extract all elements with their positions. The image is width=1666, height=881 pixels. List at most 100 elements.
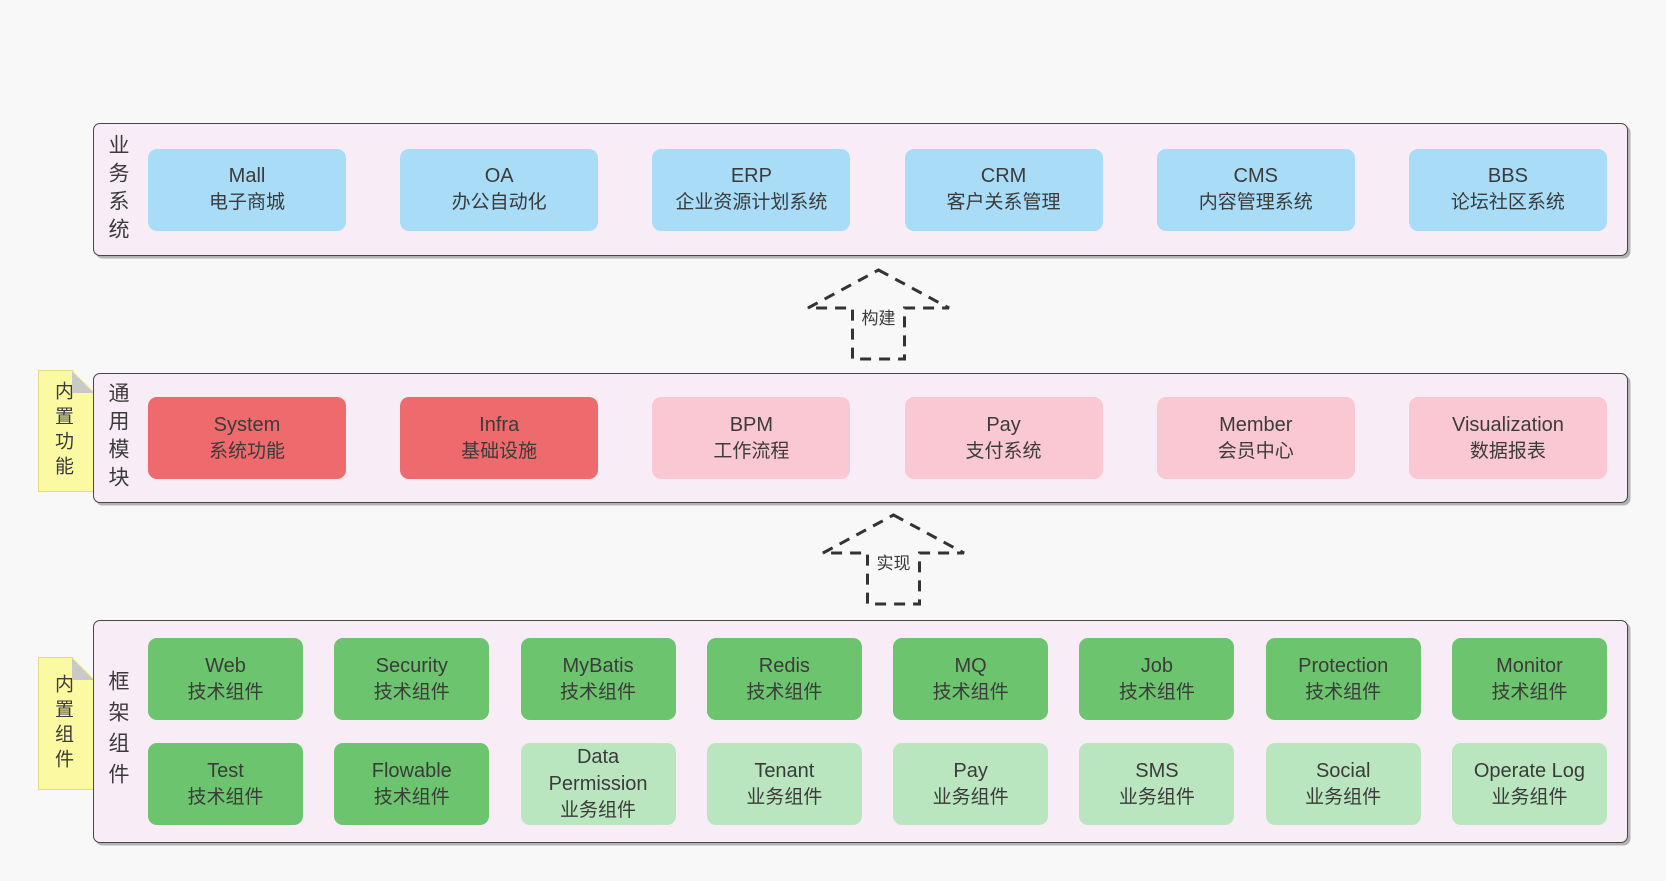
box-subtitle: 业务组件 (932, 786, 1009, 808)
box-subtitle: 技术组件 (373, 681, 450, 703)
box-subtitle: 电子商城 (208, 192, 285, 214)
box-mybatis: MyBatis 技术组件 (520, 638, 676, 720)
box-sms: SMS 业务组件 (1079, 743, 1235, 825)
box-tenant: Tenant 业务组件 (706, 743, 862, 825)
box-subtitle: 业务组件 (560, 800, 637, 822)
box-subtitle: 会员中心 (1217, 440, 1294, 462)
box-data-permission: Data Permission 业务组件 (520, 743, 676, 825)
box-operate-log: Operate Log 业务组件 (1451, 743, 1607, 825)
box-system: System 系统功能 (148, 397, 346, 479)
box-subtitle: 企业资源计划系统 (675, 192, 828, 214)
box-flowable: Flowable 技术组件 (334, 743, 490, 825)
box-subtitle: 数据报表 (1469, 440, 1546, 462)
box-title: Job (1140, 654, 1174, 677)
box-title: SMS (1135, 759, 1179, 782)
box-title: Web (205, 654, 246, 677)
box-security: Security 技术组件 (334, 638, 490, 720)
box-title: Member (1219, 413, 1293, 436)
box-title: Infra (479, 413, 520, 436)
box-title: Pay (986, 413, 1021, 436)
panel-side-label: 框架组件 (106, 669, 129, 794)
box-pay: Pay 支付系统 (904, 397, 1103, 479)
box-subtitle: 支付系统 (965, 440, 1042, 462)
box-title: Security (375, 654, 448, 677)
box-oa: OA 办公自动化 (400, 148, 599, 231)
box-title: Tenant (754, 759, 815, 782)
box-subtitle: 技术组件 (187, 786, 264, 808)
sticky-note-label: 内置功能 (52, 381, 73, 481)
box-subtitle: 工作流程 (713, 440, 790, 462)
panel-side-label: 通用模块 (106, 382, 129, 494)
box-subtitle: 基础设施 (461, 440, 538, 462)
sticky-note-builtin-features: 内置功能 (38, 370, 95, 492)
panel-common-modules: 通用模块 System 系统功能 Infra 基础设施 BPM 工作流程 Pay… (93, 373, 1628, 503)
box-subtitle: 业务组件 (1305, 786, 1382, 808)
box-subtitle: 业务组件 (746, 786, 823, 808)
box-crm: CRM 客户关系管理 (904, 148, 1103, 231)
panel-business-systems: 业务系统 Mall 电子商城 OA 办公自动化 ERP 企业资源计划系统 CRM… (93, 123, 1628, 256)
business-system-boxes: Mall 电子商城 OA 办公自动化 ERP 企业资源计划系统 CRM 客户关系… (140, 148, 1627, 231)
box-subtitle: 客户关系管理 (946, 192, 1061, 214)
box-title: Test (207, 759, 244, 782)
panel-framework-components: 框架组件 Web 技术组件 Security 技术组件 MyBatis 技术组件… (93, 620, 1628, 843)
box-subtitle: 内容管理系统 (1198, 192, 1313, 214)
box-mall: Mall 电子商城 (148, 148, 346, 231)
box-web: Web 技术组件 (148, 638, 303, 720)
box-subtitle: 技术组件 (746, 681, 823, 703)
box-subtitle: 技术组件 (932, 681, 1009, 703)
box-title: BPM (729, 413, 774, 436)
box-title: OA (484, 165, 514, 188)
box-title: CRM (980, 165, 1027, 188)
box-subtitle: 技术组件 (1491, 681, 1568, 703)
box-title: System (213, 413, 281, 436)
box-pay-biz: Pay 业务组件 (893, 743, 1049, 825)
box-member: Member 会员中心 (1156, 397, 1355, 479)
framework-row-1: Web 技术组件 Security 技术组件 MyBatis 技术组件 Redi… (148, 638, 1607, 720)
box-visualization: Visualization 数据报表 (1408, 397, 1607, 479)
box-title: Social (1315, 759, 1371, 782)
box-title: MQ (954, 654, 987, 677)
box-title: Pay (953, 759, 988, 782)
box-title: BBS (1487, 165, 1528, 188)
box-subtitle: 技术组件 (1118, 681, 1195, 703)
sticky-note-builtin-components: 内置组件 (38, 657, 95, 790)
arrow-label: 实现 (872, 549, 915, 576)
box-subtitle: 业务组件 (1118, 786, 1195, 808)
box-bpm: BPM 工作流程 (652, 397, 851, 479)
box-redis: Redis 技术组件 (706, 638, 862, 720)
folded-corner-icon (72, 658, 94, 680)
box-title: Data Permission (548, 746, 648, 796)
folded-corner-icon (72, 371, 94, 393)
box-title: CMS (1233, 165, 1278, 188)
box-subtitle: 技术组件 (373, 786, 450, 808)
box-subtitle: 技术组件 (187, 681, 264, 703)
box-title: Mall (228, 165, 266, 188)
box-title: MyBatis (562, 654, 634, 677)
build-arrow: 构建 (805, 268, 952, 362)
box-title: Redis (758, 654, 810, 677)
panel-side-label: 业务系统 (106, 133, 129, 246)
box-subtitle: 业务组件 (1491, 786, 1568, 808)
box-subtitle: 办公自动化 (451, 192, 547, 214)
box-protection: Protection 技术组件 (1265, 638, 1421, 720)
common-module-boxes: System 系统功能 Infra 基础设施 BPM 工作流程 Pay 支付系统… (140, 397, 1627, 479)
box-social: Social 业务组件 (1265, 743, 1421, 825)
box-title: ERP (730, 165, 772, 188)
framework-row-2: Test 技术组件 Flowable 技术组件 Data Permission … (148, 743, 1607, 825)
implement-arrow: 实现 (820, 513, 967, 607)
box-subtitle: 技术组件 (1305, 681, 1382, 703)
arrow-label: 构建 (857, 304, 900, 331)
box-mq: MQ 技术组件 (893, 638, 1049, 720)
box-subtitle: 论坛社区系统 (1450, 192, 1565, 214)
box-cms: CMS 内容管理系统 (1156, 148, 1355, 231)
framework-component-rows: Web 技术组件 Security 技术组件 MyBatis 技术组件 Redi… (140, 638, 1627, 825)
sticky-note-label: 内置组件 (52, 673, 73, 774)
box-title: Monitor (1496, 654, 1563, 677)
box-job: Job 技术组件 (1079, 638, 1235, 720)
box-test: Test 技术组件 (148, 743, 303, 825)
box-title: Operate Log (1473, 759, 1586, 782)
box-infra: Infra 基础设施 (400, 397, 599, 479)
box-title: Flowable (371, 759, 452, 782)
box-title: Protection (1298, 654, 1389, 677)
